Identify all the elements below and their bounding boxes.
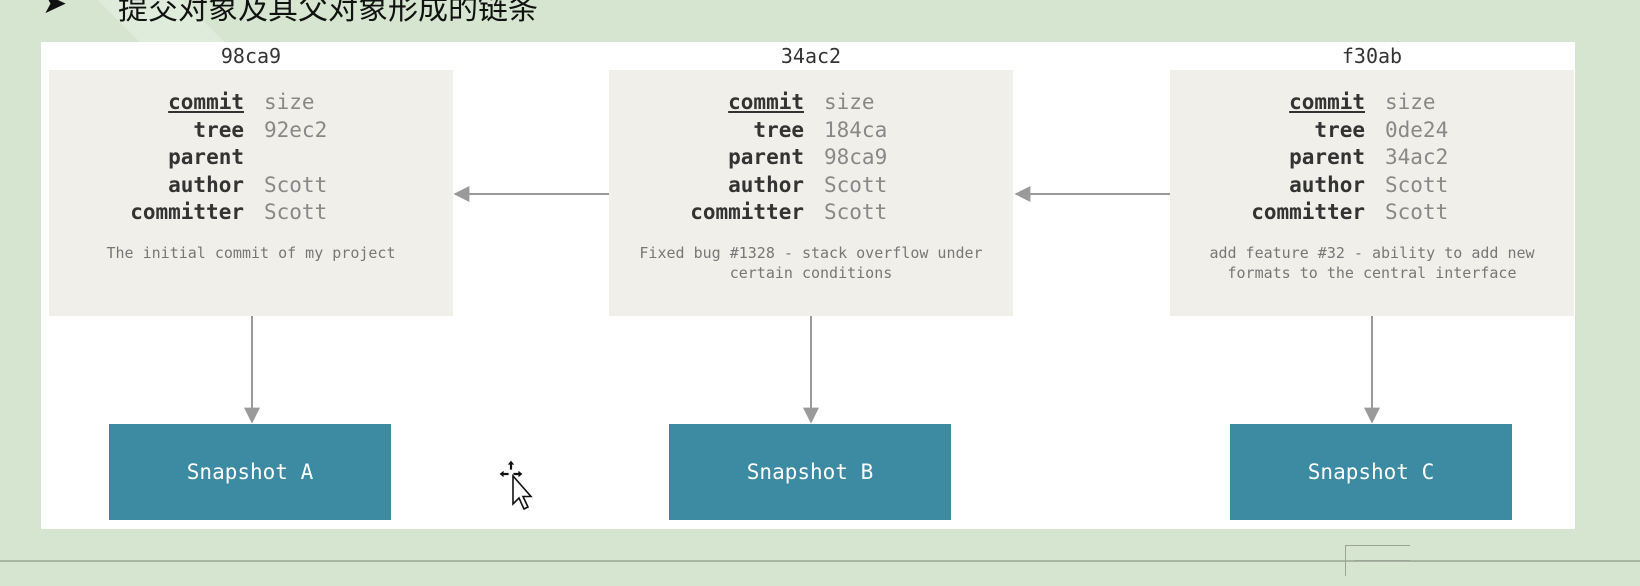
field-key-commit: commit — [168, 90, 244, 114]
field-value-commit: size — [264, 90, 315, 114]
field-key-committer: committer — [1251, 200, 1365, 224]
commit-message: The initial commit of my project — [106, 244, 396, 262]
field-value-tree: 0de24 — [1385, 117, 1449, 142]
slide-corner-mark — [1345, 545, 1410, 576]
connector-arrows — [244, 186, 1380, 424]
field-value-author: Scott — [824, 172, 888, 197]
field-value-committer: Scott — [264, 200, 328, 224]
slide-separator — [0, 560, 1640, 562]
commit-message: Fixed bug #1328 - stack overflow under c… — [639, 244, 983, 282]
field-key-author: author — [1289, 172, 1365, 197]
snapshot-box: Snapshot B — [669, 424, 951, 520]
field-value-tree: 184ca — [824, 117, 888, 142]
field-key-tree: tree — [753, 117, 804, 142]
field-key-commit: commit — [1289, 90, 1365, 114]
field-value-author: Scott — [1385, 172, 1449, 197]
field-value-parent: 34ac2 — [1385, 145, 1449, 169]
field-key-tree: tree — [1314, 117, 1365, 142]
snapshot-box: Snapshot A — [109, 424, 391, 520]
field-key-parent: parent — [1289, 145, 1365, 169]
field-value-author: Scott — [264, 172, 328, 197]
commit-id-label: 98ca9 — [220, 44, 282, 68]
commit-id-label: 34ac2 — [780, 44, 842, 68]
field-key-tree: tree — [193, 117, 244, 142]
field-value-parent: 98ca9 — [824, 145, 888, 169]
diagram-panel: 98ca9 commit size tree 92ec2 parent author… — [41, 42, 1575, 529]
field-key-author: author — [168, 172, 244, 197]
field-value-parent — [264, 145, 453, 171]
snapshot-box: Snapshot C — [1230, 424, 1512, 520]
move-cursor-icon — [498, 459, 533, 510]
commit-message: add feature #32 - ability to add new for… — [1209, 244, 1535, 282]
slide-heading: 提交对象及其父对象形成的链条 — [118, 0, 538, 27]
field-key-parent: parent — [728, 145, 804, 169]
field-value-commit: size — [1385, 90, 1436, 114]
field-key-committer: committer — [690, 200, 804, 224]
field-key-committer: committer — [130, 200, 244, 224]
field-key-commit: commit — [728, 90, 804, 114]
field-key-parent: parent — [168, 145, 244, 169]
field-value-commit: size — [824, 90, 875, 114]
field-value-tree: 92ec2 — [264, 117, 328, 142]
field-value-committer: Scott — [824, 200, 888, 224]
field-value-committer: Scott — [1385, 200, 1449, 224]
commit-id-label: f30ab — [1341, 44, 1403, 68]
arrow-right-bullet-icon: ➤ — [42, 0, 68, 21]
field-key-author: author — [728, 172, 804, 197]
